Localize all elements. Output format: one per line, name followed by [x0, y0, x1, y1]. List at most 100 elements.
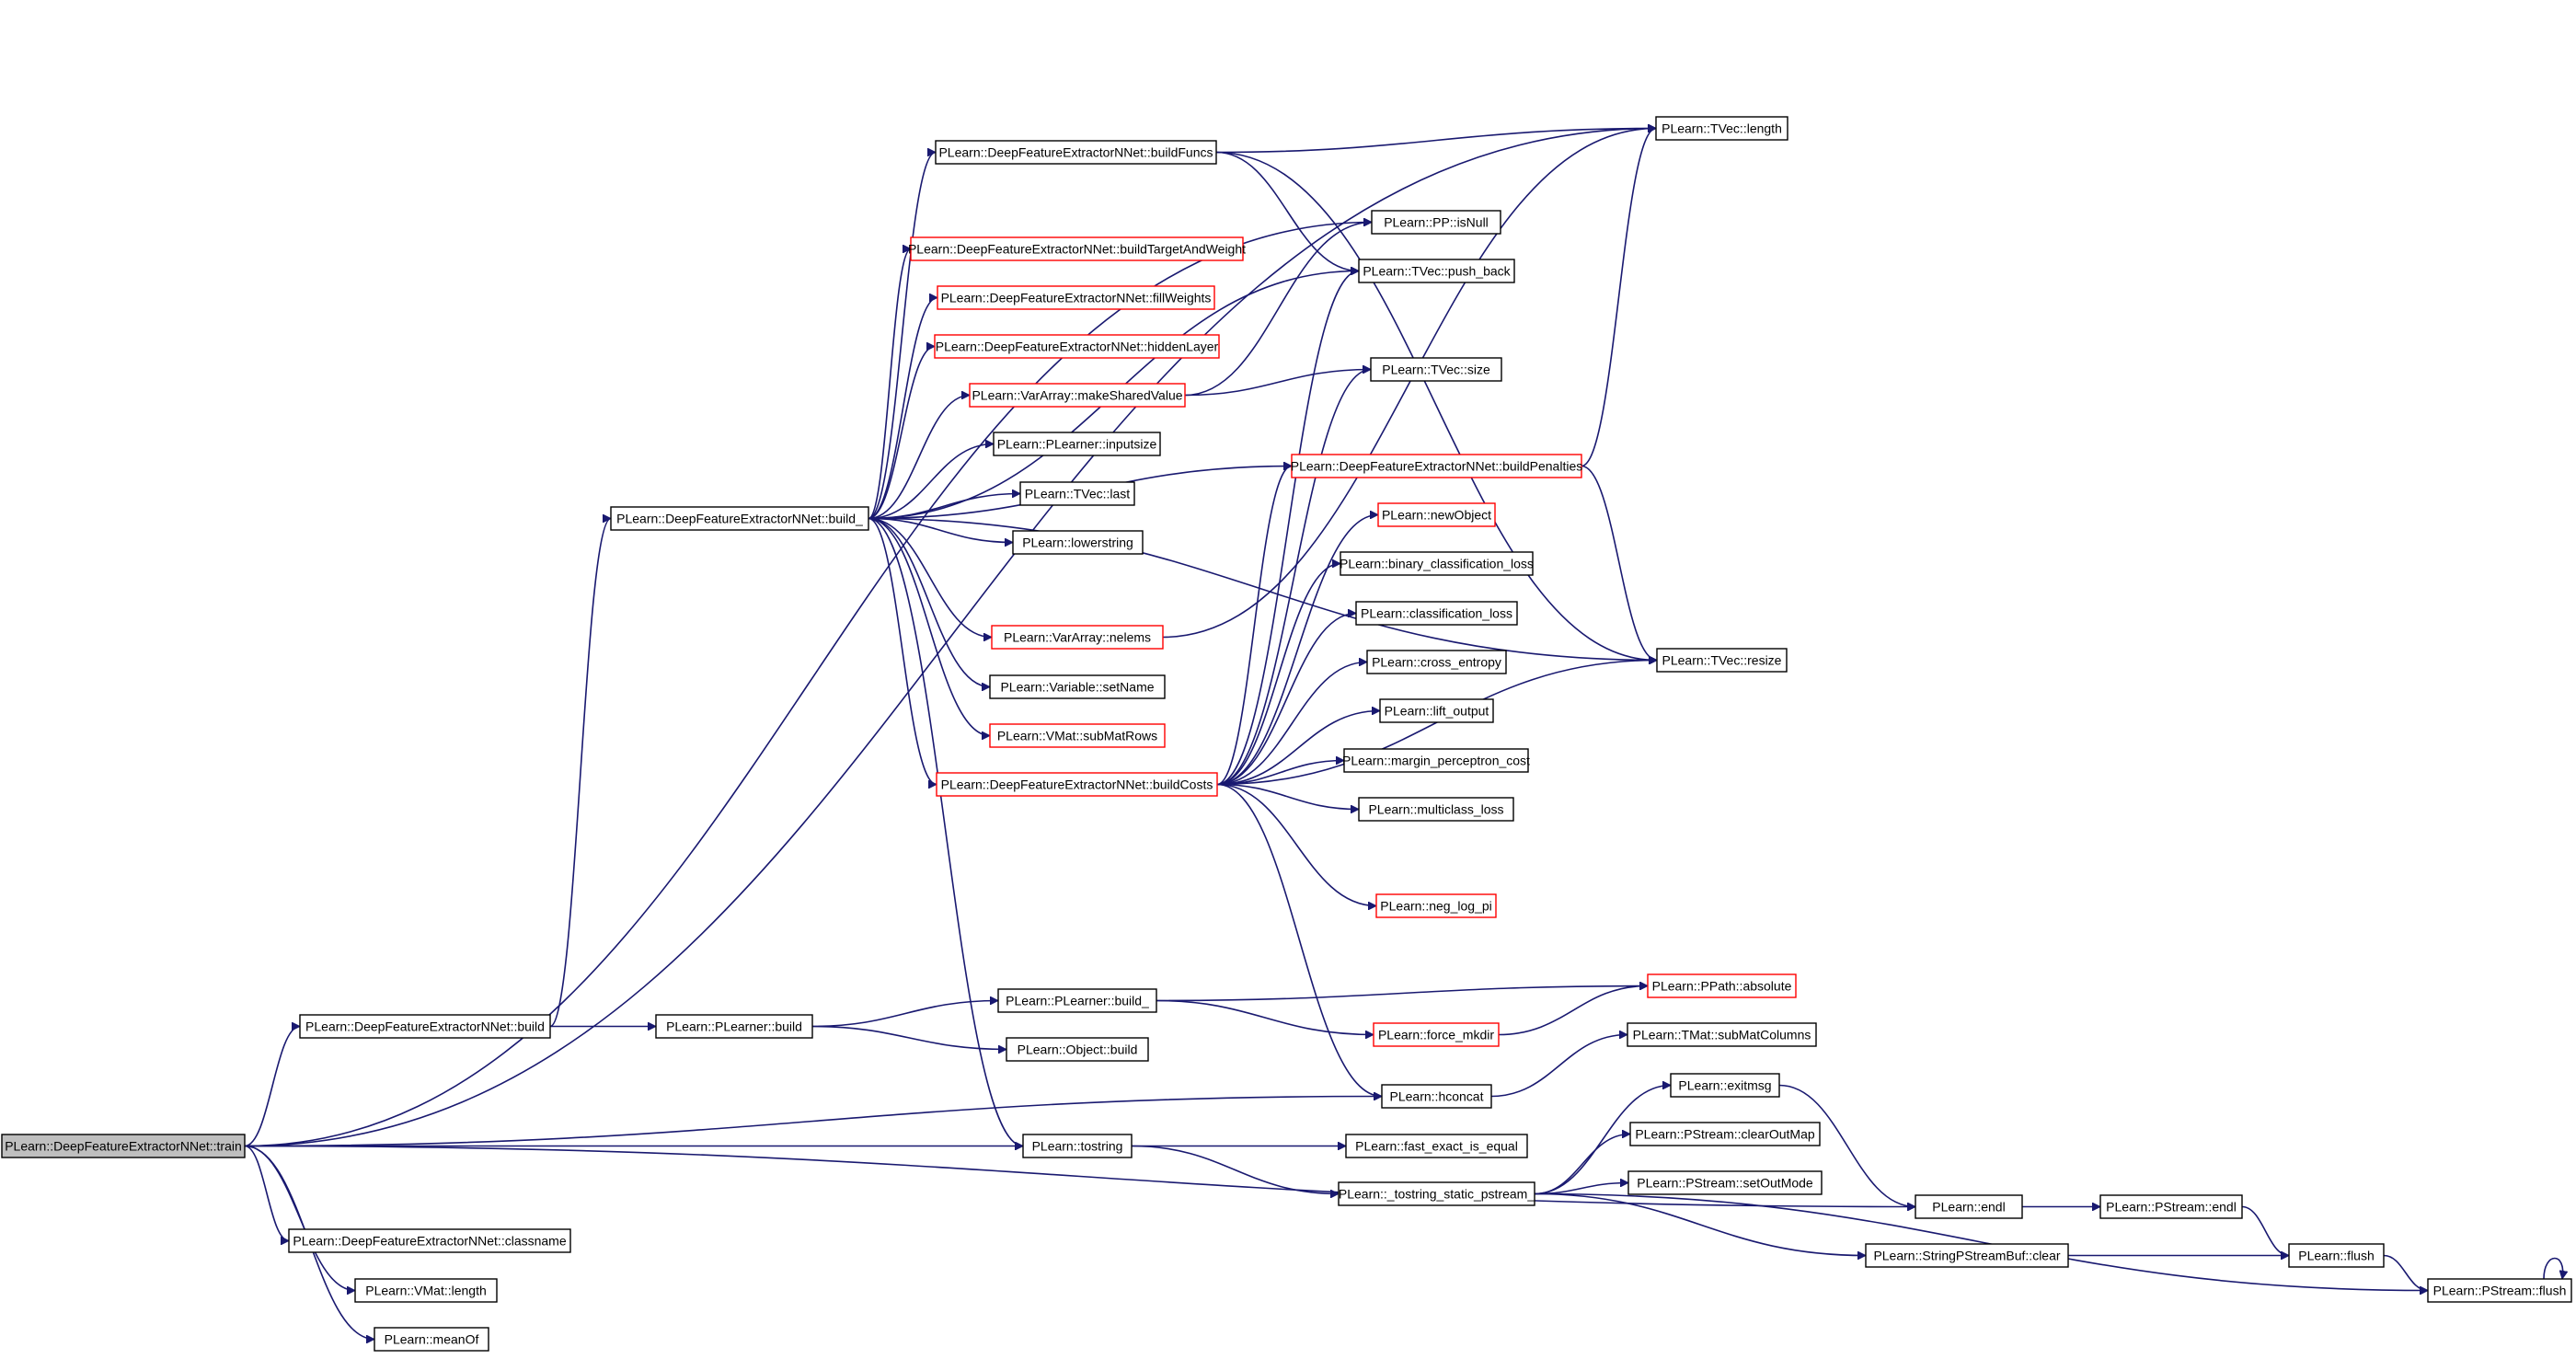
node-plearner-build[interactable]: PLearn::PLearner::build — [655, 1014, 813, 1039]
node-exitmsg[interactable]: PLearn::exitmsg — [1670, 1073, 1780, 1098]
node-tvec-resize[interactable]: PLearn::TVec::resize — [1656, 648, 1788, 673]
node-label: PLearn::force_mkdir — [1378, 1028, 1494, 1042]
node-label: PLearn::newObject — [1382, 508, 1491, 523]
edge-buildfuncs-to-tvec_resize — [1215, 151, 1657, 661]
edge-train-to-classname — [244, 1145, 290, 1241]
node-box — [1, 1134, 246, 1158]
edge-buildfuncs-to-tvec_length — [1215, 129, 1656, 154]
node-fillweights[interactable]: PLearn::DeepFeatureExtractorNNet::fillWe… — [937, 285, 1215, 310]
node-build[interactable]: PLearn::DeepFeatureExtractorNNet::build — [299, 1014, 551, 1039]
node-box — [936, 772, 1218, 797]
node-setname[interactable]: PLearn::Variable::setName — [989, 674, 1166, 699]
node-isnull[interactable]: PLearn::PP::isNull — [1371, 210, 1501, 235]
node-push-back[interactable]: PLearn::TVec::push_back — [1358, 259, 1515, 283]
node-label: PLearn::DeepFeatureExtractorNNet::fillWe… — [941, 291, 1212, 305]
edge-flush-to-pstream_flush — [2383, 1254, 2429, 1291]
node-pstream-flush[interactable]: PLearn::PStream::flush — [2427, 1278, 2572, 1303]
node-label: PLearn::DeepFeatureExtractorNNet::hidden… — [936, 340, 1219, 354]
node-margin[interactable]: PLearn::margin_perceptron_cost — [1342, 748, 1530, 773]
node-label: PLearn::VMat::length — [365, 1284, 487, 1298]
node-box — [1355, 601, 1518, 626]
node-submatrows[interactable]: PLearn::VMat::subMatRows — [989, 723, 1166, 748]
node-cross-entropy[interactable]: PLearn::cross_entropy — [1366, 650, 1507, 674]
node-force-mkdir[interactable]: PLearn::force_mkdir — [1373, 1022, 1500, 1047]
node-label: PLearn::StringPStreamBuf::clear — [1873, 1249, 2060, 1263]
node-box — [354, 1278, 498, 1303]
node-label: PLearn::PStream::flush — [2433, 1284, 2567, 1298]
node-submatcolumns[interactable]: PLearn::TMat::subMatColumns — [1627, 1022, 1817, 1047]
node-label: PLearn::PP::isNull — [1384, 215, 1489, 230]
edge-build_-to-setname — [868, 517, 990, 687]
node-box — [1343, 748, 1529, 773]
edge-build_-to-buildfuncs — [868, 153, 937, 520]
node-box — [1865, 1243, 2069, 1268]
node-multiclass[interactable]: PLearn::multiclass_loss — [1358, 797, 1514, 822]
node-label: PLearn::DeepFeatureExtractorNNet::buildF… — [938, 145, 1213, 160]
edge-plearner_build_-to-absolute — [1156, 986, 1648, 1002]
node-hconcat[interactable]: PLearn::hconcat — [1381, 1084, 1492, 1109]
edge-buildcosts-to-multiclass — [1216, 783, 1359, 810]
node-label: PLearn::PStream::clearOutMap — [1635, 1127, 1815, 1142]
node-lift-output[interactable]: PLearn::lift_output — [1379, 698, 1494, 723]
node-box — [1379, 698, 1494, 723]
node-label: PLearn::TVec::resize — [1662, 653, 1782, 668]
edge-buildcosts-to-newobject — [1216, 515, 1378, 786]
edge-buildcosts-to-tvec_size — [1216, 370, 1371, 786]
node-binary-class[interactable]: PLearn::binary_classification_loss — [1340, 551, 1534, 576]
edge-pstream_flush-to-pstream_flush — [2543, 1257, 2563, 1280]
node-nelems[interactable]: PLearn::VarArray::nelems — [991, 625, 1164, 650]
node-build-[interactable]: PLearn::DeepFeatureExtractorNNet::build_ — [610, 506, 869, 531]
edge-train-to-build — [244, 1027, 301, 1147]
node-train[interactable]: PLearn::DeepFeatureExtractorNNet::train — [1, 1134, 246, 1158]
node-buildcosts[interactable]: PLearn::DeepFeatureExtractorNNet::buildC… — [936, 772, 1218, 797]
node-tvec-length[interactable]: PLearn::TVec::length — [1655, 116, 1788, 141]
node-box — [969, 383, 1186, 408]
node-plearner-build-[interactable]: PLearn::PLearner::build_ — [997, 988, 1157, 1013]
edge-nelems-to-tvec_length — [1162, 129, 1656, 639]
node-tvec-size[interactable]: PLearn::TVec::size — [1370, 357, 1502, 382]
node-inputsize[interactable]: PLearn::PLearner::inputsize — [993, 432, 1161, 456]
node-tvec-last[interactable]: PLearn::TVec::last — [1019, 481, 1135, 506]
node-hiddenlayer[interactable]: PLearn::DeepFeatureExtractorNNet::hidden… — [934, 334, 1220, 359]
node-clearoutmap[interactable]: PLearn::PStream::clearOutMap — [1629, 1122, 1821, 1146]
edge-build_-to-nelems — [868, 517, 992, 638]
edge-buildcosts-to-buildpenalties — [1216, 466, 1293, 786]
node-buildfuncs[interactable]: PLearn::DeepFeatureExtractorNNet::buildF… — [935, 140, 1217, 165]
node-absolute[interactable]: PLearn::PPath::absolute — [1647, 973, 1797, 998]
node-class-loss[interactable]: PLearn::classification_loss — [1355, 601, 1518, 626]
node-box — [1340, 551, 1534, 576]
node-tostring-static[interactable]: PLearn::_tostring_static_pstream_ — [1338, 1181, 1535, 1206]
node-fast-exact[interactable]: PLearn::fast_exact_is_equal — [1345, 1134, 1528, 1158]
node-pstream-endl[interactable]: PLearn::PStream::endl — [2099, 1194, 2243, 1219]
node-sbuf-clear[interactable]: PLearn::StringPStreamBuf::clear — [1865, 1243, 2069, 1268]
node-label: PLearn::lowerstring — [1022, 536, 1133, 550]
edge-train-to-hconcat — [244, 1097, 1382, 1147]
node-label: PLearn::tostring — [1032, 1139, 1123, 1154]
node-setoutmode[interactable]: PLearn::PStream::setOutMode — [1627, 1170, 1823, 1195]
node-tostring[interactable]: PLearn::tostring — [1022, 1134, 1133, 1158]
node-classname[interactable]: PLearn::DeepFeatureExtractorNNet::classn… — [288, 1228, 571, 1253]
edge-buildcosts-to-push_back — [1216, 271, 1359, 786]
node-lowerstring[interactable]: PLearn::lowerstring — [1012, 530, 1144, 555]
node-newobject[interactable]: PLearn::newObject — [1377, 502, 1496, 527]
node-buildtarget[interactable]: PLearn::DeepFeatureExtractorNNet::buildT… — [908, 236, 1246, 261]
node-box — [935, 140, 1217, 165]
node-label: PLearn::cross_entropy — [1372, 655, 1501, 670]
node-box — [2288, 1243, 2385, 1268]
node-flush[interactable]: PLearn::flush — [2288, 1243, 2385, 1268]
edge-plearner_build-to-object_build — [811, 1025, 1006, 1050]
node-box — [1375, 893, 1497, 918]
node-buildpenalties[interactable]: PLearn::DeepFeatureExtractorNNet::buildP… — [1291, 454, 1583, 478]
node-object-build[interactable]: PLearn::Object::build — [1006, 1037, 1149, 1062]
edge-build_-to-fillweights — [868, 298, 938, 520]
node-meanof[interactable]: PLearn::meanOf — [374, 1327, 489, 1352]
node-makeshared[interactable]: PLearn::VarArray::makeSharedValue — [969, 383, 1186, 408]
edge-build_-to-buildtarget — [868, 249, 912, 520]
node-endl[interactable]: PLearn::endl — [1915, 1194, 2023, 1219]
node-neg-log-pi[interactable]: PLearn::neg_log_pi — [1375, 893, 1497, 918]
node-vmat-length[interactable]: PLearn::VMat::length — [354, 1278, 498, 1303]
edge-tostring-to-tostring_static — [1131, 1145, 1339, 1194]
edge-force_mkdir-to-absolute — [1498, 986, 1648, 1036]
edge-exitmsg-to-endl — [1778, 1084, 1915, 1207]
edge-buildcosts-to-neg_log_pi — [1216, 783, 1376, 906]
